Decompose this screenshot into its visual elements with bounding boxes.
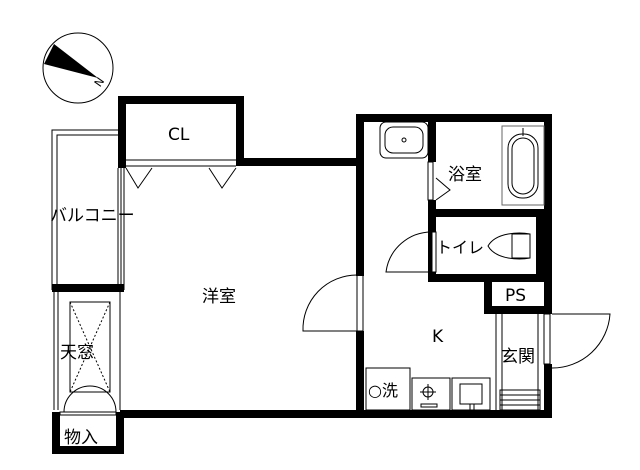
closet: [118, 96, 244, 189]
skylight: [53, 292, 121, 413]
storage: [52, 411, 124, 454]
stove-icon: [411, 377, 451, 411]
kitchen-counter: [365, 367, 491, 411]
toilet-bowl-icon: [487, 232, 531, 260]
kitchen-label: K: [432, 327, 444, 347]
pipe-space-label: PS: [505, 286, 526, 306]
compass: N: [42, 32, 114, 104]
pipe-space: [484, 274, 552, 314]
balcony-label: バルコニー: [50, 206, 135, 226]
entrance-door[interactable]: [543, 313, 611, 369]
bathroom: [427, 122, 552, 218]
entrance: [495, 314, 541, 411]
room-door[interactable]: [302, 274, 364, 332]
north-arrow-icon: [44, 44, 98, 78]
closet-door-icon[interactable]: [125, 167, 153, 189]
washbasin: [379, 121, 429, 159]
closet-label: CL: [168, 125, 190, 145]
balcony: [51, 129, 125, 290]
storage-label: 物入: [64, 428, 98, 448]
kitchen-walls: [356, 114, 552, 418]
washer-label: ○洗: [368, 381, 398, 400]
toilet-label: トイレ: [436, 238, 484, 257]
western-room-walls: [52, 158, 364, 418]
closet-door-icon[interactable]: [208, 167, 237, 189]
sink-icon: [451, 377, 491, 411]
bathroom-door-icon[interactable]: [435, 177, 451, 201]
toilet-door-icon[interactable]: [385, 231, 433, 273]
western-room-label: 洋室: [202, 287, 236, 307]
bathroom-label: 浴室: [448, 165, 482, 185]
entrance-label: 玄関: [501, 347, 535, 367]
skylight-label: 天窓: [60, 343, 94, 363]
